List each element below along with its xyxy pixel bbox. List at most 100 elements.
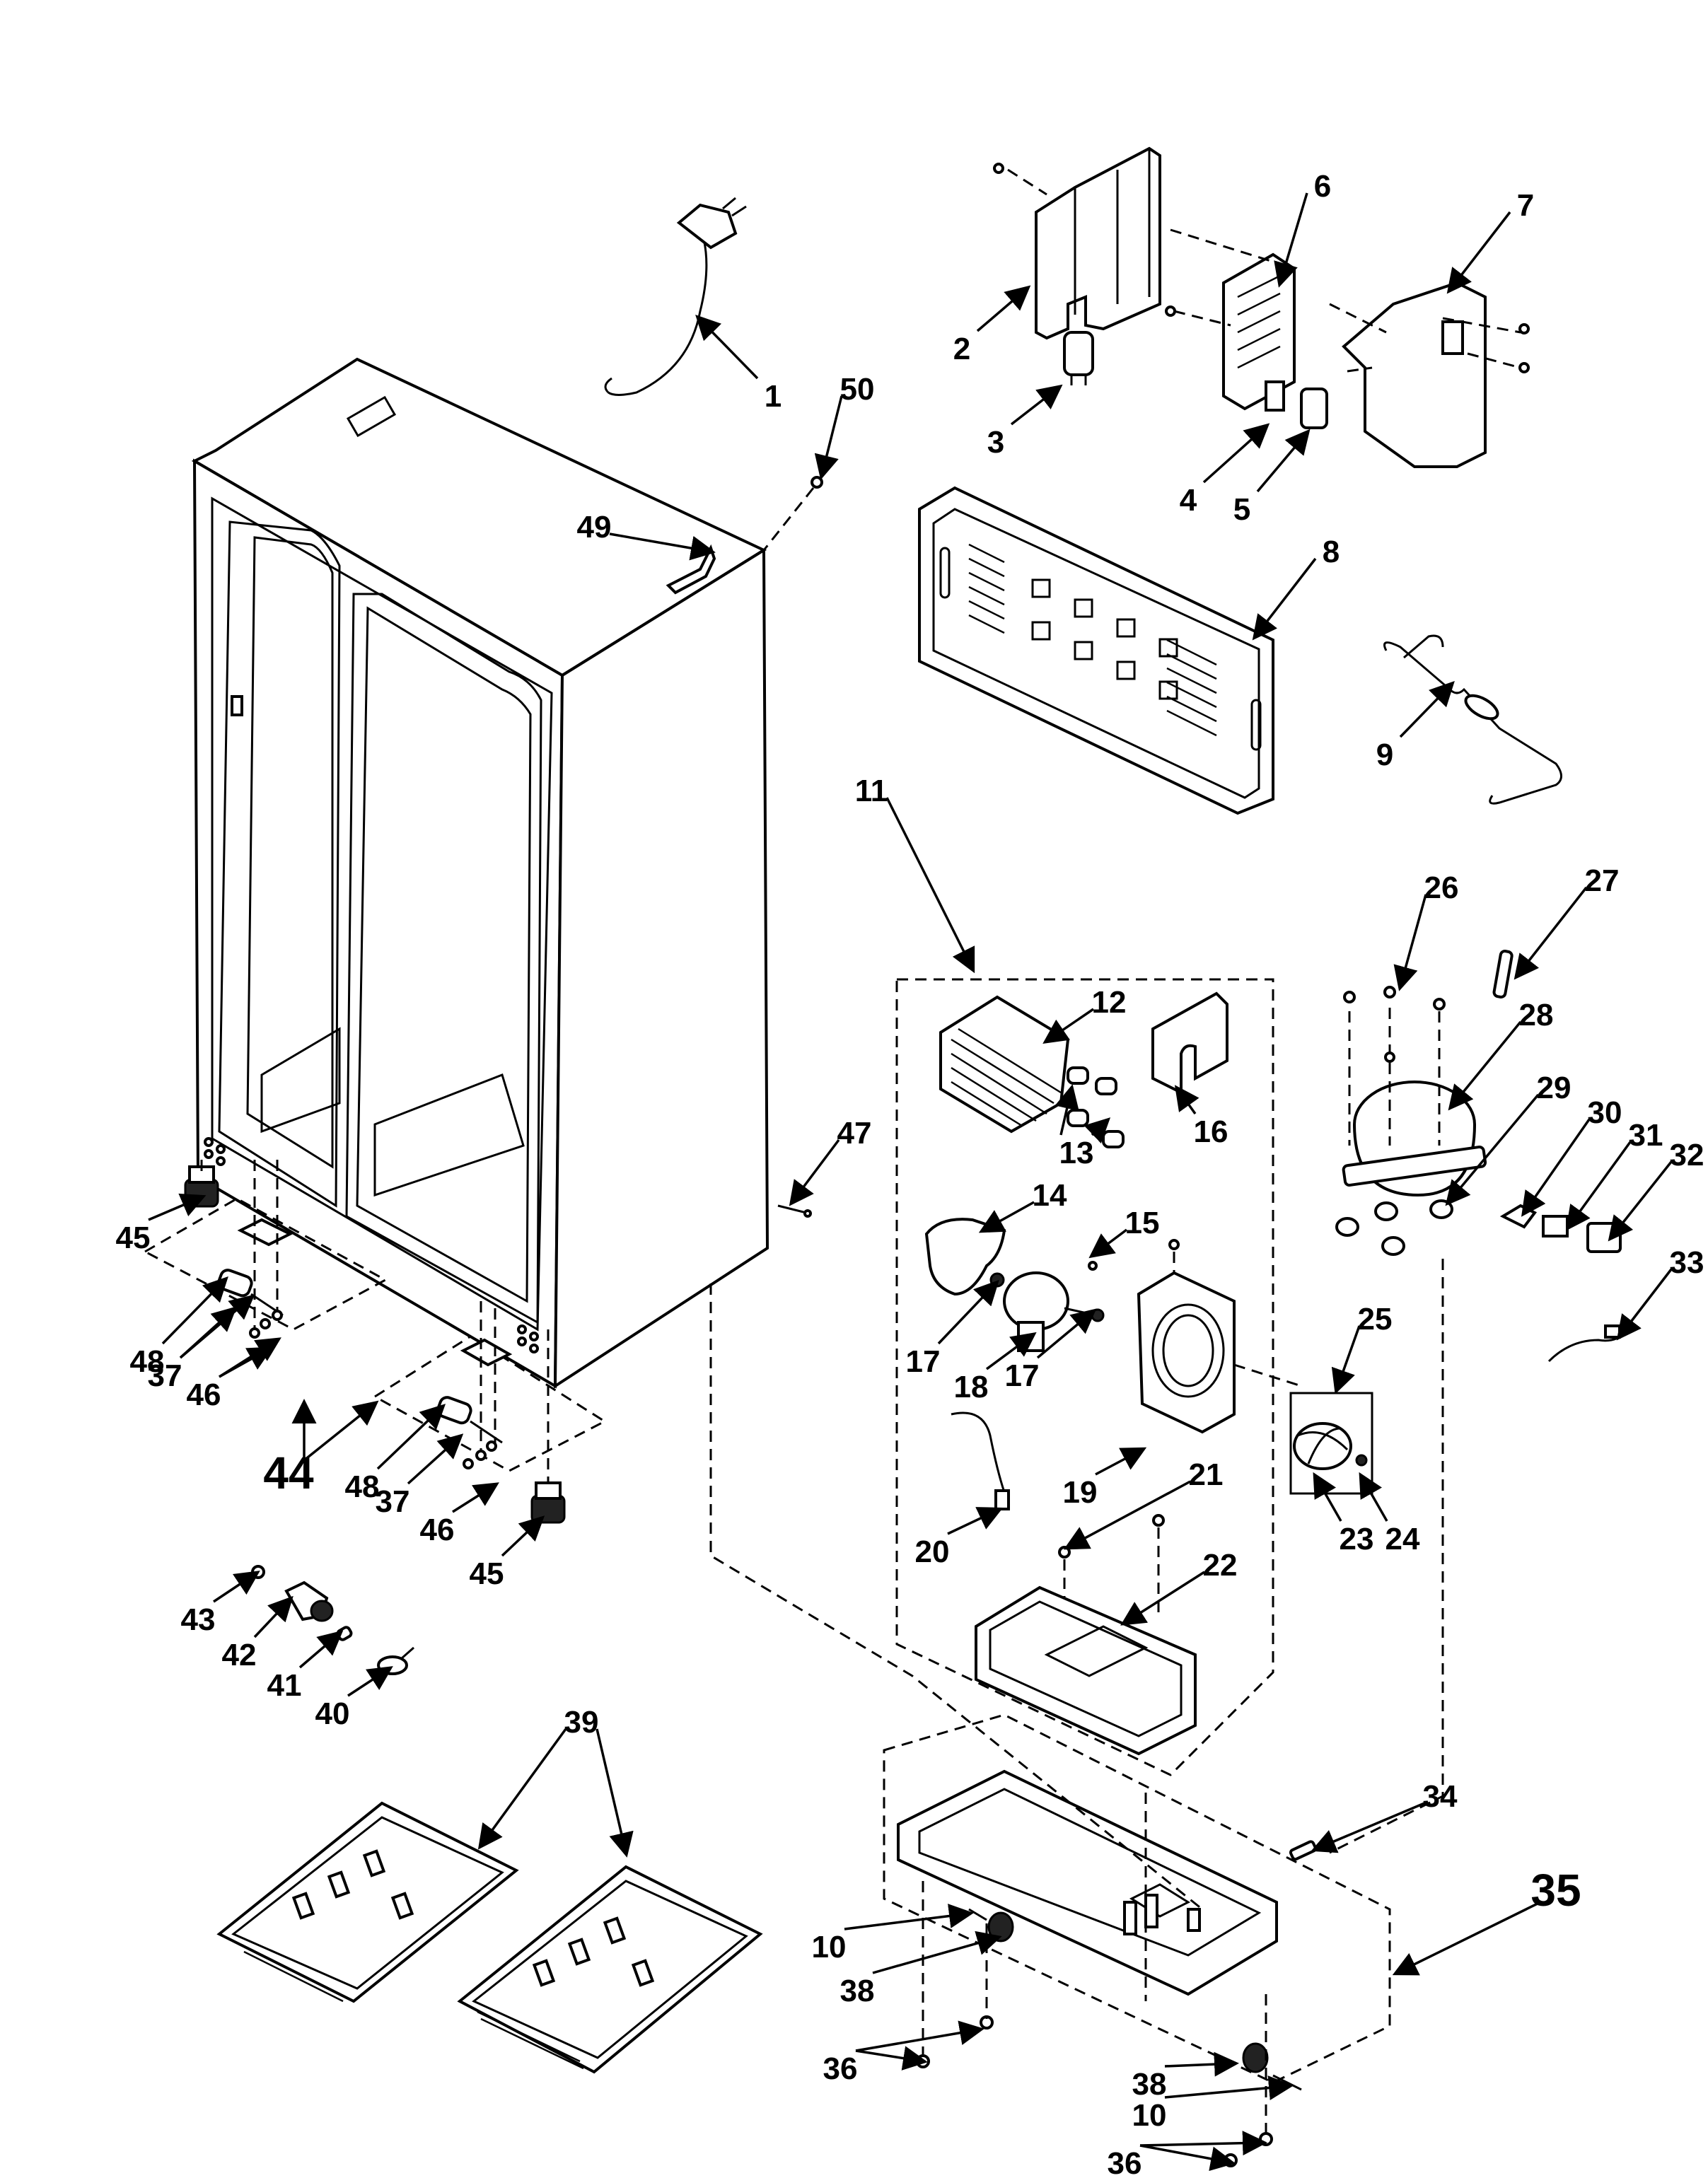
leader-arrow-10b bbox=[1164, 2075, 1294, 2100]
leader-arrow-19 bbox=[1095, 1447, 1147, 1476]
leader-arrow-48b bbox=[376, 1404, 446, 1470]
callout-46b: 46 bbox=[420, 1513, 455, 1547]
cabinet bbox=[191, 357, 769, 1389]
leader-arrow-5 bbox=[1256, 429, 1311, 493]
callout-44: 44 bbox=[263, 1448, 314, 1498]
callout-3: 3 bbox=[987, 425, 1004, 460]
leader-arrow-18 bbox=[985, 1332, 1037, 1370]
leader-arrow-26 bbox=[1393, 894, 1427, 991]
leader-arrow-46b bbox=[452, 1482, 499, 1513]
leader-arrow-48a bbox=[161, 1276, 228, 1345]
leader-arrow-35 bbox=[1392, 1901, 1541, 1976]
leader-arrow-13 bbox=[1084, 1117, 1111, 1143]
leader-arrow-36a bbox=[855, 2020, 984, 2052]
leader-arrow-24 bbox=[1359, 1472, 1388, 1522]
callout-34: 34 bbox=[1423, 1779, 1458, 1814]
callout-25: 25 bbox=[1358, 1302, 1393, 1336]
callout-32: 32 bbox=[1670, 1138, 1704, 1172]
leader-arrow-22 bbox=[1120, 1571, 1205, 1626]
callout-2: 2 bbox=[953, 332, 970, 366]
callout-45b: 45 bbox=[470, 1556, 504, 1591]
callout-14: 14 bbox=[1033, 1178, 1067, 1213]
callout-16: 16 bbox=[1194, 1114, 1228, 1149]
small-hardware-group bbox=[251, 1565, 414, 1675]
leader-arrow-49 bbox=[609, 532, 716, 561]
callout-7: 7 bbox=[1517, 188, 1534, 223]
leader-arrow-14 bbox=[978, 1201, 1035, 1233]
leader-arrow-27 bbox=[1514, 886, 1588, 980]
callout-30: 30 bbox=[1588, 1095, 1622, 1130]
callout-43: 43 bbox=[181, 1602, 216, 1637]
leader-arrow-1 bbox=[695, 314, 759, 380]
callout-36a: 36 bbox=[823, 2051, 858, 2086]
callout-40: 40 bbox=[315, 1696, 350, 1731]
callout-38a: 38 bbox=[840, 1974, 875, 2008]
leader-arrow-15 bbox=[1088, 1228, 1128, 1259]
callout-5: 5 bbox=[1233, 492, 1250, 527]
leader-arrow-30 bbox=[1521, 1118, 1591, 1217]
callout-29: 29 bbox=[1537, 1071, 1572, 1105]
callout-37b: 37 bbox=[376, 1484, 410, 1519]
callout-6: 6 bbox=[1314, 169, 1331, 204]
callout-10b: 10 bbox=[1132, 2098, 1167, 2133]
leader-arrow-42 bbox=[253, 1595, 294, 1638]
callout-49: 49 bbox=[577, 510, 612, 544]
leader-arrow-6 bbox=[1274, 192, 1308, 288]
callout-21: 21 bbox=[1189, 1457, 1224, 1492]
callout-37a: 37 bbox=[148, 1358, 182, 1393]
callout-47: 47 bbox=[837, 1116, 872, 1151]
leader-arrow-33 bbox=[1616, 1268, 1673, 1341]
leader-arrow-40 bbox=[347, 1666, 393, 1697]
callout-22: 22 bbox=[1203, 1548, 1238, 1583]
heater-coil bbox=[939, 995, 1070, 1134]
callout-39: 39 bbox=[564, 1705, 599, 1740]
leader-arrow-8 bbox=[1252, 557, 1317, 641]
fuses bbox=[1067, 1066, 1125, 1148]
leader-arrow-11 bbox=[885, 797, 975, 974]
callout-13: 13 bbox=[1059, 1136, 1094, 1170]
callout-8: 8 bbox=[1323, 535, 1340, 569]
leader-arrow-32 bbox=[1608, 1160, 1673, 1242]
callout-31: 31 bbox=[1629, 1118, 1663, 1153]
leader-arrow-17a bbox=[937, 1279, 999, 1345]
leader-arrow-4 bbox=[1202, 423, 1270, 484]
leader-arrow-38a bbox=[872, 1930, 1002, 1974]
callout-18: 18 bbox=[954, 1370, 989, 1404]
bottom-grills bbox=[216, 1801, 763, 2074]
leader-arrow-2 bbox=[976, 285, 1031, 332]
callout-48b: 48 bbox=[345, 1469, 380, 1504]
fan-blade-group bbox=[1289, 1392, 1373, 1495]
leader-arrow-25 bbox=[1331, 1325, 1361, 1394]
leader-arrow-21 bbox=[1063, 1480, 1191, 1550]
callout-42: 42 bbox=[222, 1638, 257, 1672]
callout-17b: 17 bbox=[1005, 1358, 1040, 1393]
leader-arrow-36b bbox=[1139, 2131, 1267, 2156]
leader-arrow-44 bbox=[303, 1400, 379, 1462]
leader-arrow-20 bbox=[947, 1507, 1004, 1535]
callout-28: 28 bbox=[1519, 998, 1554, 1032]
leader-arrow-29 bbox=[1445, 1093, 1540, 1206]
callout-12: 12 bbox=[1092, 985, 1127, 1020]
leader-arrow-37b bbox=[407, 1433, 464, 1485]
callout-38b: 38 bbox=[1132, 2067, 1167, 2102]
callout-9: 9 bbox=[1376, 738, 1393, 772]
callout-11: 11 bbox=[855, 774, 888, 808]
callout-15: 15 bbox=[1125, 1206, 1160, 1240]
callout-50: 50 bbox=[840, 372, 875, 407]
leader-arrow-16 bbox=[1174, 1085, 1199, 1115]
leader-arrow-46a bbox=[219, 1337, 281, 1378]
callout-24: 24 bbox=[1385, 1522, 1420, 1556]
leader-arrow-39 bbox=[596, 1728, 634, 1858]
leader-arrow-3 bbox=[1010, 384, 1063, 426]
leader-arrow-9 bbox=[1399, 680, 1455, 738]
callout-45a: 45 bbox=[116, 1221, 151, 1255]
leader-arrow-31 bbox=[1565, 1141, 1632, 1231]
callout-33: 33 bbox=[1670, 1245, 1704, 1280]
callout-26: 26 bbox=[1424, 870, 1459, 905]
callout-27: 27 bbox=[1585, 863, 1620, 898]
rear-cover-panel bbox=[918, 486, 1274, 815]
leader-arrow-41 bbox=[298, 1630, 344, 1669]
callout-23: 23 bbox=[1340, 1522, 1374, 1556]
